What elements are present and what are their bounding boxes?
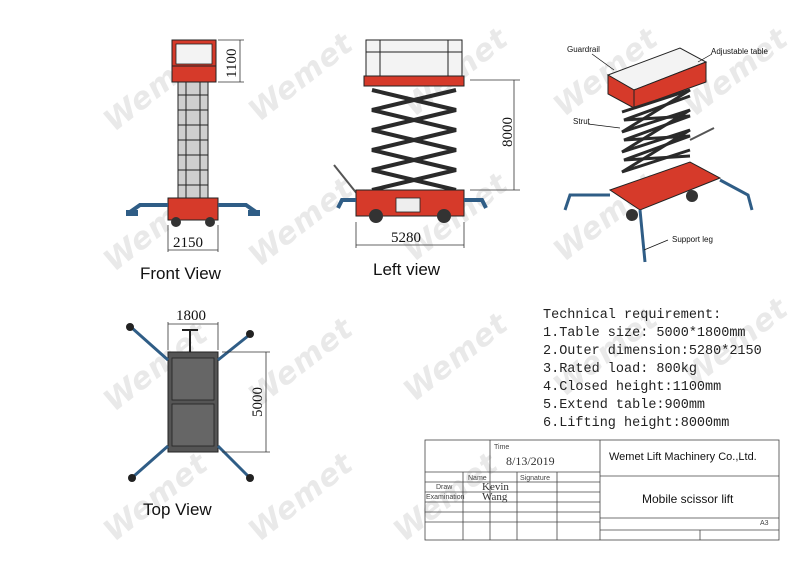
top-width-dim: 1800 <box>176 308 206 324</box>
name-label: Name <box>468 475 487 482</box>
company-name: Wemet Lift Machinery Co.,Ltd. <box>609 451 757 463</box>
draw-name: Kevin <box>482 481 509 493</box>
adjustable-table-callout: Adjustable table <box>711 47 768 56</box>
front-view-label: Front View <box>140 264 221 283</box>
date-value: 8/13/2019 <box>506 454 555 468</box>
examination-name: Wang <box>482 491 508 503</box>
signature-label: Signature <box>520 475 550 482</box>
sheet-size: A3 <box>760 520 769 527</box>
top-view-label: Top View <box>143 500 212 519</box>
requirements-heading: Technical requirement: <box>543 308 722 323</box>
requirement-item: 6.Lifting height:8000mm <box>543 416 730 431</box>
requirement-item: 3.Rated load: 800kg <box>543 362 697 377</box>
requirement-item: 2.Outer dimension:5280*2150 <box>543 344 762 359</box>
left-height-dim: 8000 <box>500 117 516 147</box>
requirement-item: 1.Table size: 5000*1800mm <box>543 326 746 341</box>
time-label: Time <box>494 444 510 451</box>
draw-label: Draw <box>436 484 453 491</box>
left-width-dim: 5280 <box>391 230 421 246</box>
guardrail-callout: Guardrail <box>567 45 600 54</box>
left-view-label: Left view <box>373 260 441 279</box>
product-name: Mobile scissor lift <box>642 492 734 506</box>
front-height-dim: 1100 <box>224 49 240 78</box>
front-width-dim: 2150 <box>173 235 203 251</box>
requirement-item: 4.Closed height:1100mm <box>543 380 722 395</box>
top-length-dim: 5000 <box>250 387 266 417</box>
strut-callout: Strut <box>573 117 590 126</box>
support-leg-callout: Support leg <box>672 235 713 244</box>
requirement-item: 5.Extend table:900mm <box>543 398 706 413</box>
examination-label: Examination <box>426 494 465 501</box>
